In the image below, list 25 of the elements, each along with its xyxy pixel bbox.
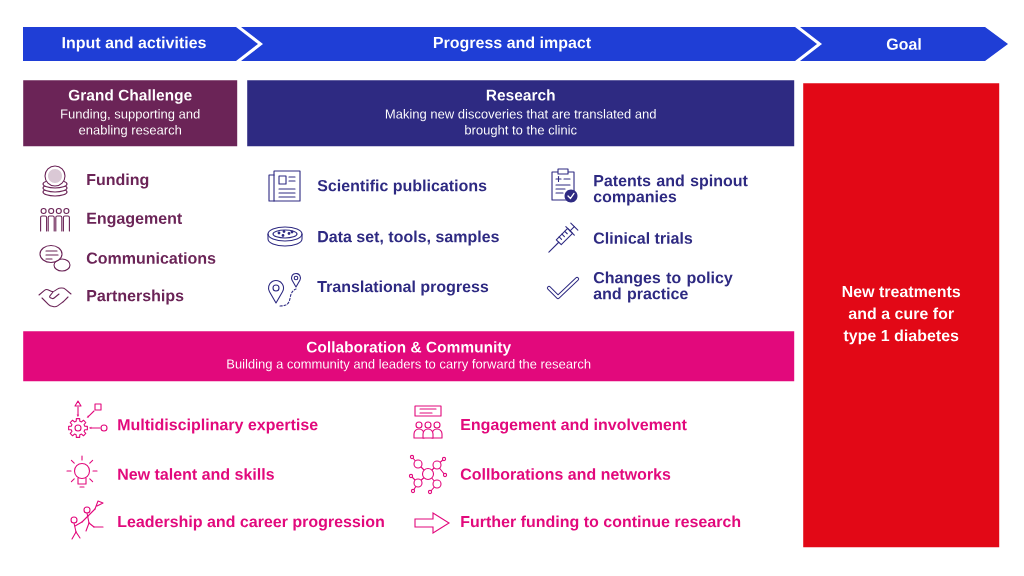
banner: Collaboration & Community Building a community and leaders to carry forward the research	[23, 331, 795, 382]
item-label: Engagement	[87, 212, 182, 228]
item-label: Communications	[86, 252, 216, 264]
item-label: Data set, tools, samples	[318, 230, 499, 246]
header-box: Research Making new discoveries that are translated and brought to the clinic	[247, 80, 795, 147]
item-label: Scientific publications	[317, 179, 487, 195]
item-label: Leadership and career progression	[118, 515, 384, 531]
item-label: Changes to policy and practice	[593, 271, 733, 303]
item-label: Collborations and networks	[460, 468, 671, 480]
item-label: Multidisciplinary expertise	[118, 418, 318, 434]
item-label: New talent and skills	[118, 468, 274, 480]
chevron-banner: Goal	[800, 27, 1008, 61]
item-label: Patents and spinout companies	[593, 174, 748, 206]
node-label: Goal	[886, 38, 921, 50]
node-label: Progress and impact	[433, 36, 591, 52]
item-label: Funding	[87, 173, 149, 189]
chevron-banner: Input and activities	[23, 27, 258, 61]
header-box: Grand Challenge Funding, supporting and enabling research	[23, 80, 238, 147]
item-label: Translational progress	[317, 280, 489, 296]
item-label: Partnerships	[87, 289, 184, 305]
item-label: Further funding to continue research	[461, 515, 741, 531]
goal-panel: New treatments and a cure for type 1 diabetes	[803, 83, 1000, 548]
item-label: Clinical trials	[593, 232, 693, 244]
node-label: Input and activities	[62, 36, 206, 52]
item-label: Engagement and involvement	[461, 418, 687, 434]
